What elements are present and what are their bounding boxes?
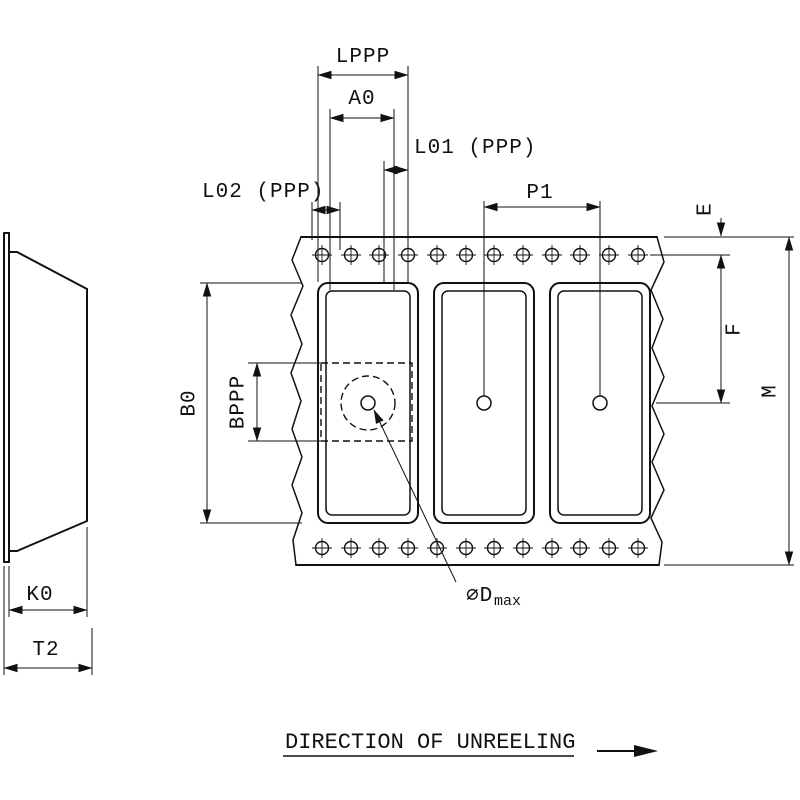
dimension-a0: A0 (329, 88, 395, 290)
dimension-k0: K0 (8, 527, 88, 617)
label-t2: T2 (32, 639, 59, 662)
label-bppp: BPPP (228, 375, 251, 429)
dimension-lppp: LPPP (317, 46, 409, 282)
label-a0: A0 (348, 88, 375, 111)
label-e: E (695, 202, 718, 216)
footer: DIRECTION OF UNREELING (283, 730, 658, 757)
tape-top-view (290, 236, 665, 566)
tape-left-torn-edge (290, 236, 304, 566)
sprocket-holes-bottom-row (311, 537, 649, 559)
label-lppp: LPPP (336, 46, 390, 69)
dashed-circle-dmax (340, 375, 396, 431)
dimension-p1: P1 (483, 182, 601, 396)
label-l01: L01 (PPP) (414, 137, 536, 160)
sprocket-holes-top-row (311, 244, 649, 266)
label-dmax-subscript: max (494, 593, 521, 610)
dmax-leader-line (373, 409, 457, 583)
label-dmax: ∅D (466, 585, 493, 608)
dimension-m: M (664, 236, 794, 566)
dimension-t2: T2 (3, 566, 93, 675)
direction-arrow-icon (597, 745, 658, 757)
dimension-l02: L02 (PPP) (202, 181, 341, 250)
dimension-f: F (656, 254, 747, 404)
dimension-l01: L01 (PPP) (383, 137, 536, 282)
dimension-e: E (650, 202, 794, 256)
label-l02: L02 (PPP) (202, 181, 324, 204)
direction-of-unreeling-label: DIRECTION OF UNREELING (285, 730, 575, 755)
tape-right-torn-edge (650, 236, 665, 566)
label-p1: P1 (526, 182, 553, 205)
callout-dmax: ∅D max (373, 409, 521, 610)
dashed-square (320, 362, 413, 442)
tape-side-view (3, 232, 88, 563)
label-b0: B0 (179, 389, 202, 416)
pocket-detail-dashed (320, 362, 413, 442)
label-k0: K0 (26, 584, 53, 607)
label-m: M (760, 384, 783, 398)
label-f: F (724, 322, 747, 336)
dimension-b0: B0 (179, 282, 302, 524)
component-pocket-1 (317, 282, 419, 524)
dimension-bppp: BPPP (228, 362, 321, 442)
